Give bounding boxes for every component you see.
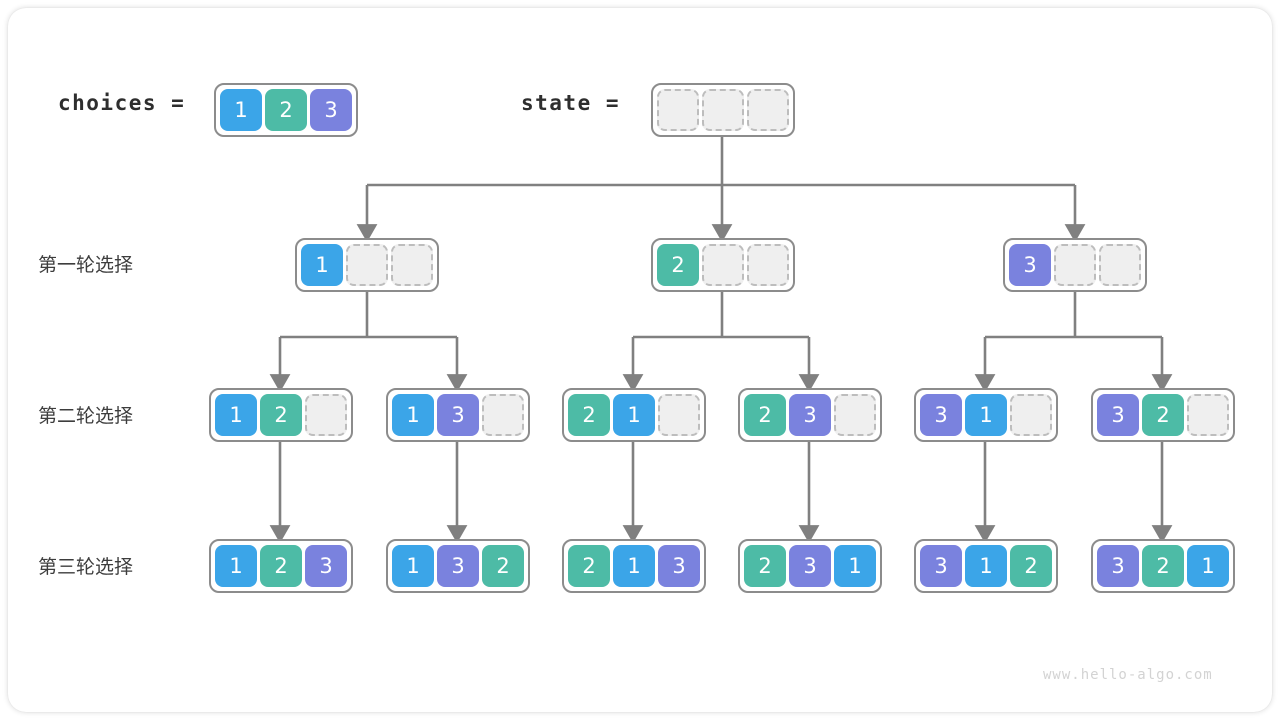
r2n4-cell-2 — [834, 394, 876, 436]
r3n5-cell-0: 3 — [920, 545, 962, 587]
state-array-round-1-node-2: 2 — [651, 238, 795, 292]
r3n2-cell-0: 1 — [392, 545, 434, 587]
r1n2-cell-2 — [747, 244, 789, 286]
r2n5-cell-0: 3 — [920, 394, 962, 436]
r2n2-cell-0: 1 — [392, 394, 434, 436]
r2n3-cell-0: 2 — [568, 394, 610, 436]
r3n3-cell-0: 2 — [568, 545, 610, 587]
r1n2-cell-0: 2 — [657, 244, 699, 286]
r2n6-cell-1: 2 — [1142, 394, 1184, 436]
r3n1-cell-1: 2 — [260, 545, 302, 587]
r1n1-cell-0: 1 — [301, 244, 343, 286]
r3n1-cell-2: 3 — [305, 545, 347, 587]
r3n6-cell-0: 3 — [1097, 545, 1139, 587]
r2n5-cell-1: 1 — [965, 394, 1007, 436]
r3n6-cell-1: 2 — [1142, 545, 1184, 587]
r2n2-cell-2 — [482, 394, 524, 436]
r2n1-cell-2 — [305, 394, 347, 436]
r1n3-cell-2 — [1099, 244, 1141, 286]
r1n3-cell-1 — [1054, 244, 1096, 286]
r1n2-cell-1 — [702, 244, 744, 286]
r2n3-cell-2 — [658, 394, 700, 436]
r1n1-cell-2 — [391, 244, 433, 286]
r2n3-cell-1: 1 — [613, 394, 655, 436]
r3n3-cell-1: 1 — [613, 545, 655, 587]
choices-label: choices = — [58, 91, 186, 115]
r3n2-cell-2: 2 — [482, 545, 524, 587]
r3n1-cell-0: 1 — [215, 545, 257, 587]
state-cell-0 — [657, 89, 699, 131]
row-label-round-2: 第二轮选择 — [38, 405, 134, 427]
card-surface — [8, 8, 1272, 712]
state-array — [651, 83, 795, 137]
state-array-round-1-node-1: 1 — [295, 238, 439, 292]
state-cell-1 — [702, 89, 744, 131]
r2n4-cell-0: 2 — [744, 394, 786, 436]
r1n3-cell-0: 3 — [1009, 244, 1051, 286]
r3n4-cell-0: 2 — [744, 545, 786, 587]
r2n1-cell-0: 1 — [215, 394, 257, 436]
choices-cell-2: 3 — [310, 89, 352, 131]
state-array-round-1-node-3: 3 — [1003, 238, 1147, 292]
r3n3-cell-2: 3 — [658, 545, 700, 587]
r2n4-cell-1: 3 — [789, 394, 831, 436]
r1n1-cell-1 — [346, 244, 388, 286]
r2n6-cell-0: 3 — [1097, 394, 1139, 436]
row-label-round-1: 第一轮选择 — [38, 254, 134, 276]
r2n1-cell-1: 2 — [260, 394, 302, 436]
state-cell-2 — [747, 89, 789, 131]
watermark: www.hello-algo.com — [1043, 667, 1213, 683]
state-label: state = — [521, 91, 621, 115]
choices-cell-0: 1 — [220, 89, 262, 131]
r3n6-cell-2: 1 — [1187, 545, 1229, 587]
r3n2-cell-1: 3 — [437, 545, 479, 587]
r3n5-cell-1: 1 — [965, 545, 1007, 587]
r3n4-cell-2: 1 — [834, 545, 876, 587]
r2n2-cell-1: 3 — [437, 394, 479, 436]
r2n6-cell-2 — [1187, 394, 1229, 436]
row-label-round-3: 第三轮选择 — [38, 556, 134, 578]
r3n5-cell-2: 2 — [1010, 545, 1052, 587]
r2n5-cell-2 — [1010, 394, 1052, 436]
r3n4-cell-1: 3 — [789, 545, 831, 587]
choices-cell-1: 2 — [265, 89, 307, 131]
